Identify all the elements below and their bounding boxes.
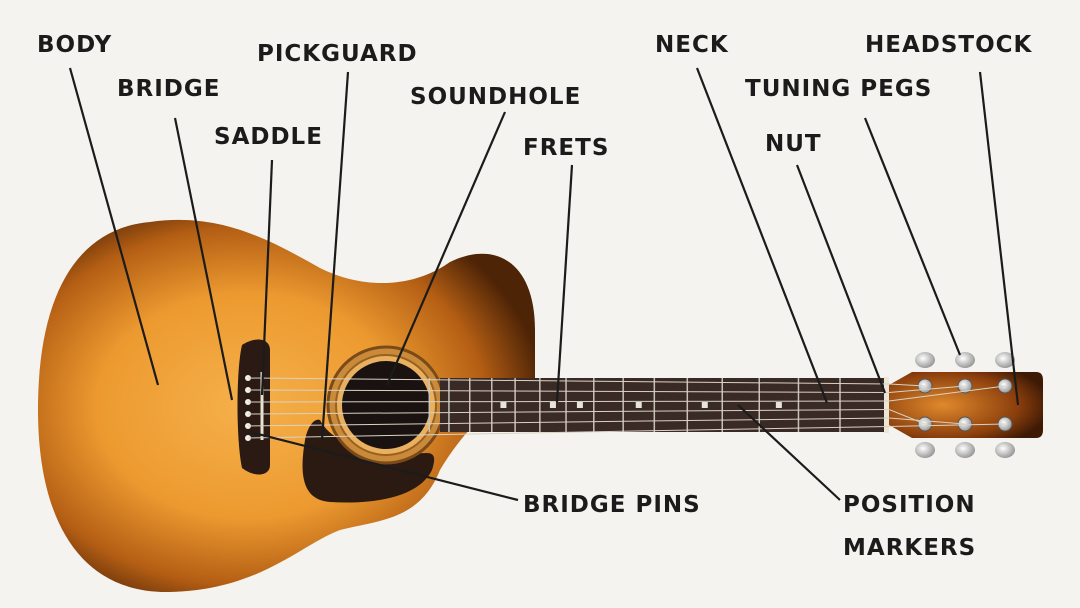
tuning-peg-button xyxy=(915,352,935,368)
label-position-markers-line1: POSITION xyxy=(843,492,976,518)
label-body: BODY xyxy=(37,32,112,58)
label-saddle: SADDLE xyxy=(214,124,323,150)
string xyxy=(247,409,890,415)
strings xyxy=(247,377,1006,439)
position-marker xyxy=(549,402,556,408)
label-position-markers-line2: MARKERS xyxy=(843,535,976,561)
string xyxy=(247,377,890,385)
label-nut: NUT xyxy=(765,131,822,157)
string xyxy=(888,385,966,393)
tuning-peg-button xyxy=(995,442,1015,458)
soundhole xyxy=(342,361,430,449)
guitar-body xyxy=(38,219,535,593)
label-soundhole: SOUNDHOLE xyxy=(410,84,581,110)
tuning-peg-button xyxy=(915,442,935,458)
string xyxy=(888,383,926,387)
position-markers xyxy=(500,402,782,408)
string xyxy=(888,423,1006,427)
label-headstock: HEADSTOCK xyxy=(865,32,1033,58)
label-frets: FRETS xyxy=(523,135,609,161)
label-neck: NECK xyxy=(655,32,729,58)
nut xyxy=(884,377,889,433)
string xyxy=(888,385,1006,402)
string xyxy=(888,417,966,425)
string xyxy=(247,389,890,393)
label-bridge: BRIDGE xyxy=(117,76,220,102)
position-marker xyxy=(775,402,782,408)
position-marker xyxy=(576,402,583,408)
label-pickguard: PICKGUARD xyxy=(257,41,418,67)
string xyxy=(247,426,890,439)
tuning-peg-button xyxy=(995,352,1015,368)
position-marker xyxy=(500,402,507,408)
leader-lines xyxy=(68,67,1020,502)
position-marker xyxy=(635,402,642,408)
tuning-peg-button xyxy=(955,352,975,368)
tuning-peg-button xyxy=(955,442,975,458)
label-bridge-pins: BRIDGE PINS xyxy=(523,492,701,518)
string xyxy=(888,409,926,425)
string xyxy=(247,400,890,403)
position-marker xyxy=(701,402,708,408)
string xyxy=(247,417,890,427)
label-tuning-pegs: TUNING PEGS xyxy=(745,76,932,102)
bridge xyxy=(237,339,270,475)
